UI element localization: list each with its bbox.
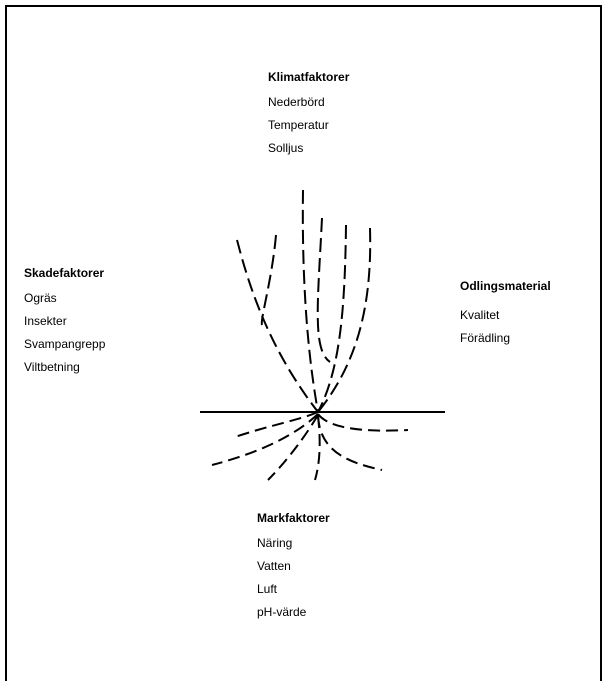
- root-6: [315, 416, 320, 480]
- skadefaktorer-group: Skadefaktorer Ogräs Insekter Svampangrep…: [24, 262, 105, 379]
- stem-right: [318, 225, 346, 412]
- klimatfaktorer-heading: Klimatfaktorer: [268, 66, 349, 89]
- markfaktorer-item: Vatten: [257, 555, 330, 578]
- markfaktorer-item: Näring: [257, 532, 330, 555]
- stem-far-right: [318, 228, 370, 412]
- plant-stems: [237, 190, 370, 412]
- markfaktorer-item: pH-värde: [257, 601, 330, 624]
- klimatfaktorer-item: Temperatur: [268, 114, 349, 137]
- stem-center: [303, 190, 318, 412]
- skadefaktorer-item: Svampangrepp: [24, 333, 105, 356]
- skadefaktorer-item: Insekter: [24, 310, 105, 333]
- odlingsmaterial-heading: Odlingsmaterial: [460, 275, 551, 298]
- stem-left: [237, 240, 318, 412]
- skadefaktorer-item: Viltbetning: [24, 356, 105, 379]
- stem-left-inner: [262, 235, 276, 325]
- skadefaktorer-item: Ogräs: [24, 287, 105, 310]
- root-5: [318, 416, 382, 470]
- odlingsmaterial-item: Kvalitet: [460, 304, 551, 327]
- plant-roots: [212, 412, 408, 480]
- klimatfaktorer-item: Solljus: [268, 137, 349, 160]
- markfaktorer-item: Luft: [257, 578, 330, 601]
- klimatfaktorer-item: Nederbörd: [268, 91, 349, 114]
- odlingsmaterial-group: Odlingsmaterial Kvalitet Förädling: [460, 275, 551, 350]
- klimatfaktorer-group: Klimatfaktorer Nederbörd Temperatur Soll…: [268, 66, 349, 160]
- markfaktorer-group: Markfaktorer Näring Vatten Luft pH-värde: [257, 507, 330, 624]
- root-4: [318, 414, 408, 431]
- stem-center-right: [318, 218, 330, 362]
- skadefaktorer-heading: Skadefaktorer: [24, 262, 105, 285]
- markfaktorer-heading: Markfaktorer: [257, 507, 330, 530]
- odlingsmaterial-item: Förädling: [460, 327, 551, 350]
